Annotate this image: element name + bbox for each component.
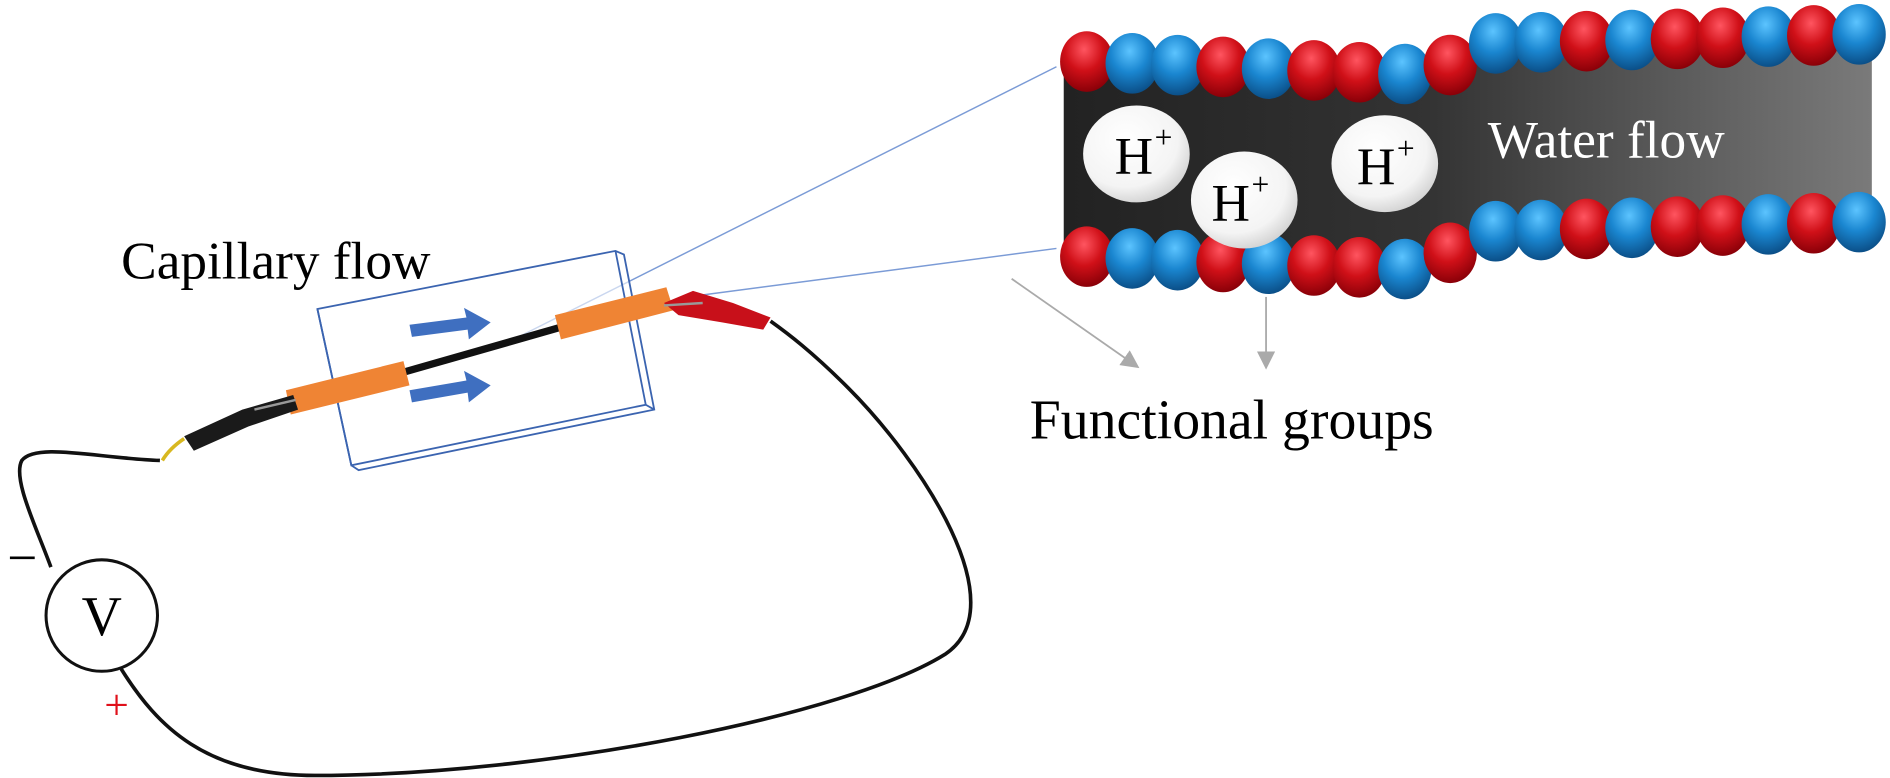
svg-text:+: +	[1155, 120, 1173, 155]
functional-group-blue	[1605, 9, 1659, 71]
flow-arrow-top-icon	[409, 307, 491, 340]
svg-text:H: H	[1115, 126, 1154, 185]
functional-group-blue	[1468, 13, 1523, 74]
functional-group-blue	[1241, 233, 1296, 295]
svg-text:+: +	[1397, 131, 1415, 166]
svg-text:H: H	[1357, 137, 1396, 196]
functional-group-blue	[1105, 33, 1159, 94]
svg-text:+: +	[1252, 167, 1270, 202]
negative-wire	[17, 450, 160, 568]
functional-group-blue	[1741, 194, 1795, 255]
functional-group-blue	[1378, 43, 1432, 105]
functional-group-blue	[1150, 229, 1205, 291]
functional-group-red	[1650, 8, 1705, 70]
functional-group-red	[1787, 5, 1841, 66]
functional-group-blue	[1105, 228, 1159, 289]
functional-group-red	[1060, 31, 1114, 92]
flow-arrow-bottom-icon	[409, 370, 491, 403]
functional-group-blue	[1514, 199, 1568, 261]
functional-groups-label: Functional groups	[1030, 390, 1434, 452]
black-alligator-clip	[160, 395, 299, 462]
negative-terminal-label: −	[7, 529, 37, 588]
functional-group-blue	[1832, 4, 1886, 65]
functional-group-red	[1060, 226, 1114, 287]
functional-groups-bottom	[1060, 191, 1886, 300]
functional-group-red	[1787, 192, 1841, 254]
functional-group-blue	[1741, 6, 1795, 67]
svg-text:V: V	[82, 586, 122, 648]
functional-group-blue	[1605, 197, 1659, 259]
functional-group-blue	[1514, 11, 1568, 73]
positive-wire	[119, 319, 973, 778]
functional-group-blue	[1468, 200, 1523, 262]
functional-group-red	[1332, 41, 1386, 103]
capillary-flow-label: Capillary flow	[121, 232, 431, 291]
functional-group-blue	[1378, 238, 1432, 300]
functional-group-red	[1696, 7, 1750, 69]
arrow-to-functional-groups-1	[1011, 278, 1140, 369]
red-alligator-clip	[663, 290, 771, 330]
voltmeter: V	[44, 558, 160, 673]
functional-group-red	[1196, 36, 1250, 98]
water-flow-label: Water flow	[1488, 111, 1725, 170]
proton-2: H +	[1190, 151, 1298, 249]
positive-terminal-label: +	[104, 682, 129, 730]
functional-group-red	[1332, 236, 1386, 298]
functional-group-red	[1559, 10, 1614, 72]
functional-group-blue	[1150, 34, 1205, 96]
right-sleeve	[554, 287, 674, 340]
zoom-guide-line-bottom	[678, 247, 1057, 299]
svg-text:H: H	[1212, 174, 1251, 233]
functional-group-red	[1287, 235, 1341, 296]
left-sleeve	[285, 361, 410, 415]
functional-groups-top	[1060, 4, 1886, 105]
functional-group-red	[1423, 34, 1477, 96]
proton-3: H +	[1331, 115, 1439, 213]
functional-group-blue	[1832, 191, 1886, 253]
proton-1: H +	[1083, 105, 1190, 203]
functional-group-red	[1287, 40, 1341, 101]
functional-group-red	[1696, 195, 1750, 256]
functional-group-red	[1650, 196, 1705, 257]
capillary-tube	[398, 321, 571, 377]
functional-group-blue	[1241, 38, 1296, 99]
functional-group-red	[1559, 198, 1614, 260]
functional-group-red	[1423, 222, 1477, 284]
